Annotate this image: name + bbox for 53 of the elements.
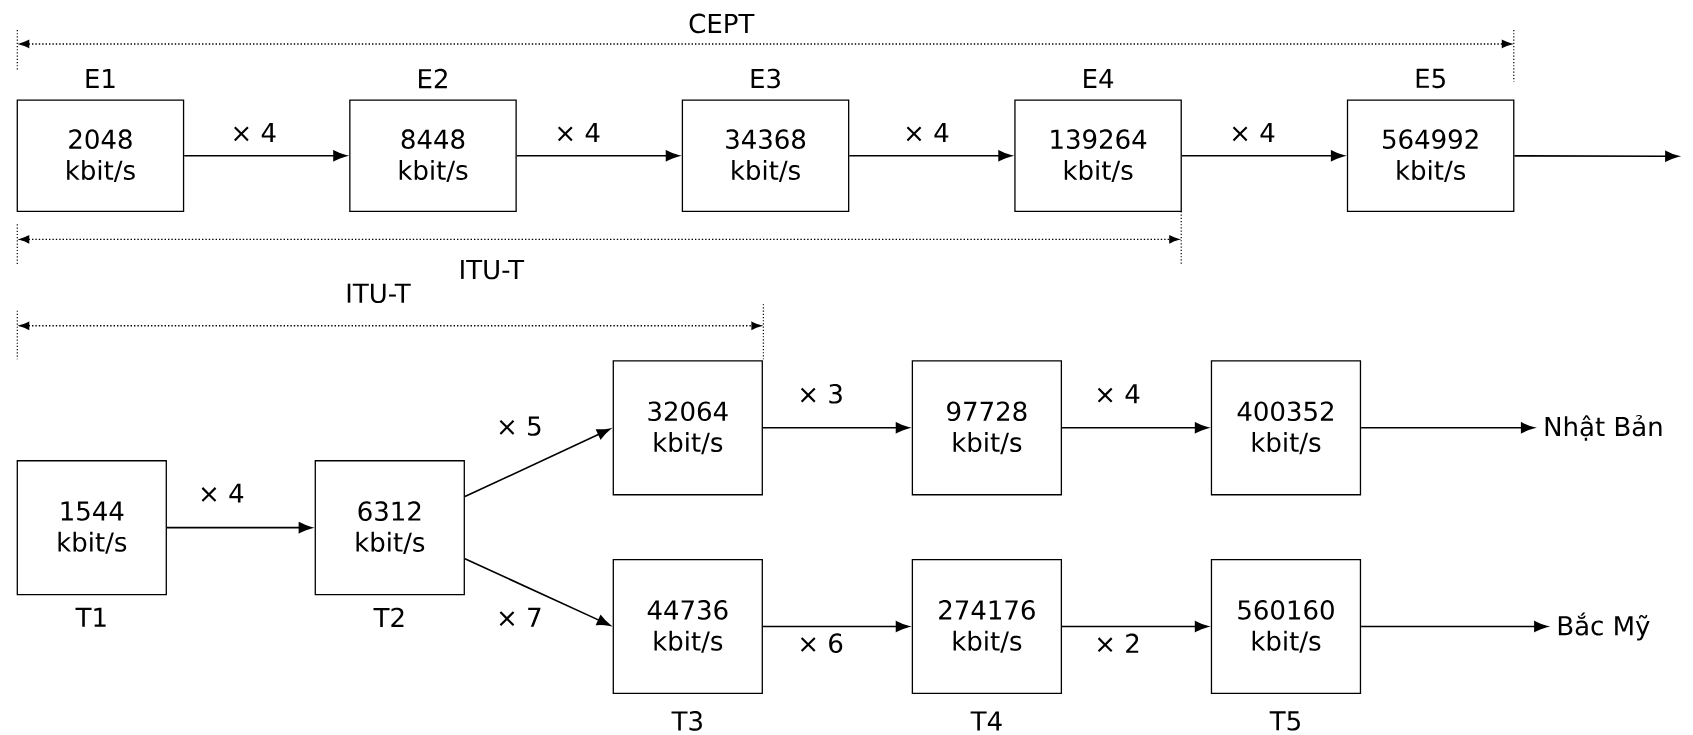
rate-box: 560160 kbit/s <box>1210 558 1362 695</box>
rate-box: 6312 kbit/s <box>314 460 465 596</box>
edge-label: × 4 <box>228 121 280 144</box>
arrow <box>762 422 910 434</box>
rate-box: 2048 kbit/s <box>16 99 185 212</box>
rate-box: 34368 kbit/s <box>681 99 850 212</box>
rate-box: 1544 kbit/s <box>16 460 167 596</box>
level-label: T3 <box>671 711 702 731</box>
arrow <box>1061 621 1209 632</box>
arrow <box>1181 150 1345 162</box>
standard-label: CEPT <box>689 13 755 34</box>
rate-box: 44736 kbit/s <box>612 558 763 695</box>
level-label: E1 <box>86 69 115 88</box>
arrow <box>464 428 611 498</box>
level-label: T5 <box>1269 711 1300 731</box>
edge-label: × 4 <box>901 121 952 144</box>
arrow <box>762 621 910 632</box>
edge-label: × 4 <box>552 121 603 144</box>
rate-box: 564992 kbit/s <box>1346 99 1515 212</box>
rate-box: 274176 kbit/s <box>911 558 1062 695</box>
rate-box: 97728 kbit/s <box>911 360 1062 496</box>
level-label: T4 <box>970 711 1002 731</box>
arrow <box>1513 150 1679 162</box>
arrow <box>183 150 347 162</box>
edge-label: × 7 <box>494 605 545 629</box>
destination-label: Bắc Mỹ <box>1558 612 1650 641</box>
edge-label: × 2 <box>1092 631 1143 655</box>
rate-box: 139264 kbit/s <box>1014 99 1182 212</box>
edge-label: × 4 <box>1092 382 1143 406</box>
level-label: E5 <box>1416 68 1445 89</box>
standard-label: ITU-T <box>461 259 525 280</box>
arrow <box>1061 422 1209 434</box>
level-label: E4 <box>1084 69 1114 88</box>
level-label: E3 <box>751 68 780 89</box>
edge-label: × 4 <box>196 481 247 505</box>
rate-box: 32064 kbit/s <box>612 360 763 496</box>
arrow <box>464 557 611 626</box>
rate-box: 400352 kbit/s <box>1210 360 1362 496</box>
level-label: T2 <box>373 607 404 627</box>
edge-label: × 5 <box>494 414 545 438</box>
level-label: T1 <box>75 607 106 627</box>
destination-label: Nhật Bản <box>1545 414 1662 441</box>
arrow <box>515 150 680 162</box>
arrow <box>166 522 313 534</box>
level-label: E2 <box>419 68 447 89</box>
rate-box: 8448 kbit/s <box>349 99 517 212</box>
edge-label: × 4 <box>1227 121 1278 144</box>
arrow <box>1360 422 1535 434</box>
edge-label: × 6 <box>795 631 846 656</box>
standard-label: ITU-T <box>347 283 411 304</box>
arrow <box>848 150 1012 162</box>
edge-label: × 3 <box>795 381 846 406</box>
arrow <box>1360 621 1548 632</box>
